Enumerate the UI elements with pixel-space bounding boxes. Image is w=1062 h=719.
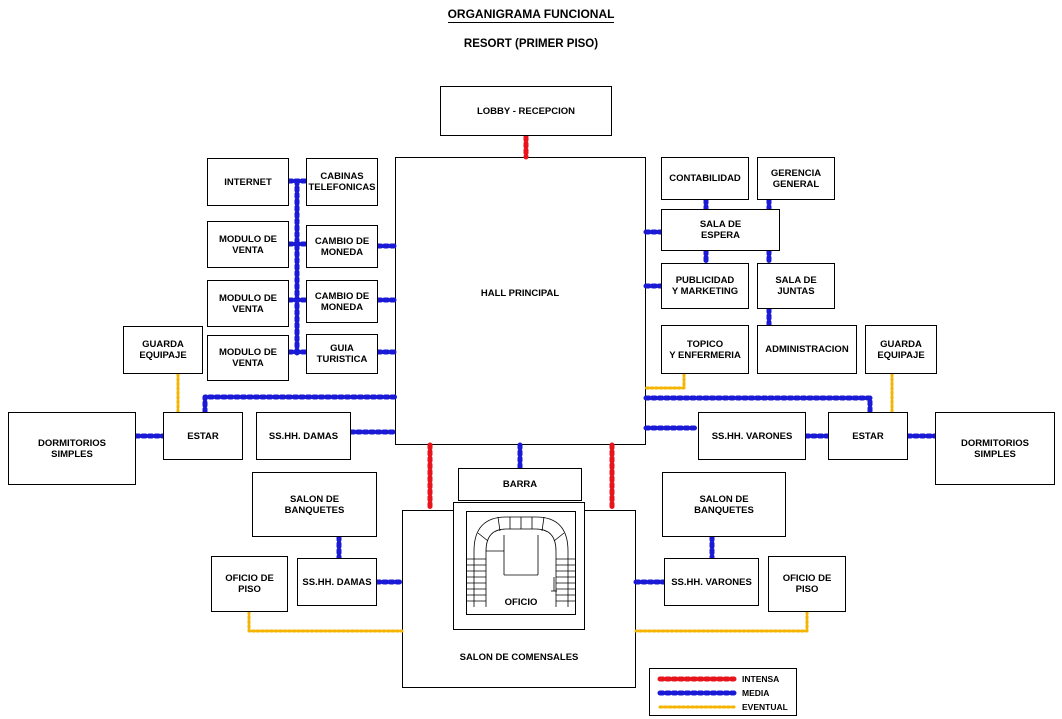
salon-comensales-label: SALON DE COMENSALES xyxy=(459,652,579,663)
estar-left-box: ESTAR xyxy=(163,412,243,460)
link-oficio-piso-left-comensales xyxy=(247,610,404,633)
link-estar-left-hall xyxy=(202,394,398,415)
oficio-piso-left-box: OFICIO DE PISO xyxy=(211,556,288,612)
cabinas-telefonicas-box: CABINAS TELEFONICAS xyxy=(306,158,378,206)
oficio-label: OFICIO xyxy=(504,597,538,608)
sala-espera-box: SALA DE ESPERA xyxy=(661,209,780,251)
oficio-piso-right-box: OFICIO DE PISO xyxy=(768,556,846,612)
internet-box: INTERNET xyxy=(207,158,289,206)
diagram-title: ORGANIGRAMA FUNCIONAL xyxy=(447,7,615,23)
contabilidad-box: CONTABILIDAD xyxy=(661,157,749,200)
sshh-damas-top-box: SS.HH. DAMAS xyxy=(256,412,351,460)
gerencia-general-box: GERENCIA GENERAL xyxy=(757,157,835,200)
administracion-box: ADMINISTRACION xyxy=(757,325,857,374)
dormitorios-simples-right-box: DORMITORIOS SIMPLES xyxy=(935,412,1055,485)
salon-banquetes-left-box: SALON DE BANQUETES xyxy=(252,472,377,537)
link-oficio-piso-right-comensales xyxy=(634,610,809,633)
legend-label-media: MEDIA xyxy=(742,688,770,698)
sshh-varones-bottom-box: SS.HH. VARONES xyxy=(664,558,759,606)
legend: INTENSA MEDIA EVENTUAL xyxy=(649,668,797,716)
sshh-varones-top-box: SS.HH. VARONES xyxy=(698,412,806,460)
modulo-venta-2-box: MODULO DE VENTA xyxy=(207,280,289,327)
guarda-equipaje-right-box: GUARDA EQUIPAJE xyxy=(865,325,937,374)
topico-enfermeria-box: TOPICO Y ENFERMERIA xyxy=(661,325,749,374)
lobby-recepcion-box: LOBBY - RECEPCION xyxy=(440,86,612,136)
guarda-equipaje-left-box: GUARDA EQUIPAJE xyxy=(123,326,203,374)
sshh-damas-bottom-box: SS.HH. DAMAS xyxy=(297,558,377,606)
link-topico-hall xyxy=(644,372,686,390)
legend-label-intensa: INTENSA xyxy=(742,674,780,684)
modulo-venta-3-box: MODULO DE VENTA xyxy=(207,335,289,381)
barra-box: BARRA xyxy=(458,468,582,501)
staircase-icon xyxy=(466,511,576,615)
legend-label-eventual: EVENTUAL xyxy=(742,702,788,712)
publicidad-marketing-box: PUBLICIDAD Y MARKETING xyxy=(661,263,749,309)
modulo-venta-1-box: MODULO DE VENTA xyxy=(207,221,289,268)
guia-turistica-box: GUIA TURISTICA xyxy=(306,334,378,374)
diagram-subtitle: RESORT (PRIMER PISO) xyxy=(463,38,599,50)
estar-right-box: ESTAR xyxy=(828,412,908,460)
dormitorios-simples-left-box: DORMITORIOS SIMPLES xyxy=(8,412,136,485)
hall-principal-box xyxy=(395,157,646,445)
sala-juntas-box: SALA DE JUNTAS xyxy=(757,263,835,309)
legend-swatches xyxy=(657,676,737,709)
hall-principal-label: HALL PRINCIPAL xyxy=(480,288,560,299)
link-estar-right-hall xyxy=(643,395,873,415)
cambio-moneda-2-box: CAMBIO DE MONEDA xyxy=(306,280,378,323)
cambio-moneda-1-box: CAMBIO DE MONEDA xyxy=(306,225,378,268)
salon-banquetes-right-box: SALON DE BANQUETES xyxy=(662,472,786,537)
